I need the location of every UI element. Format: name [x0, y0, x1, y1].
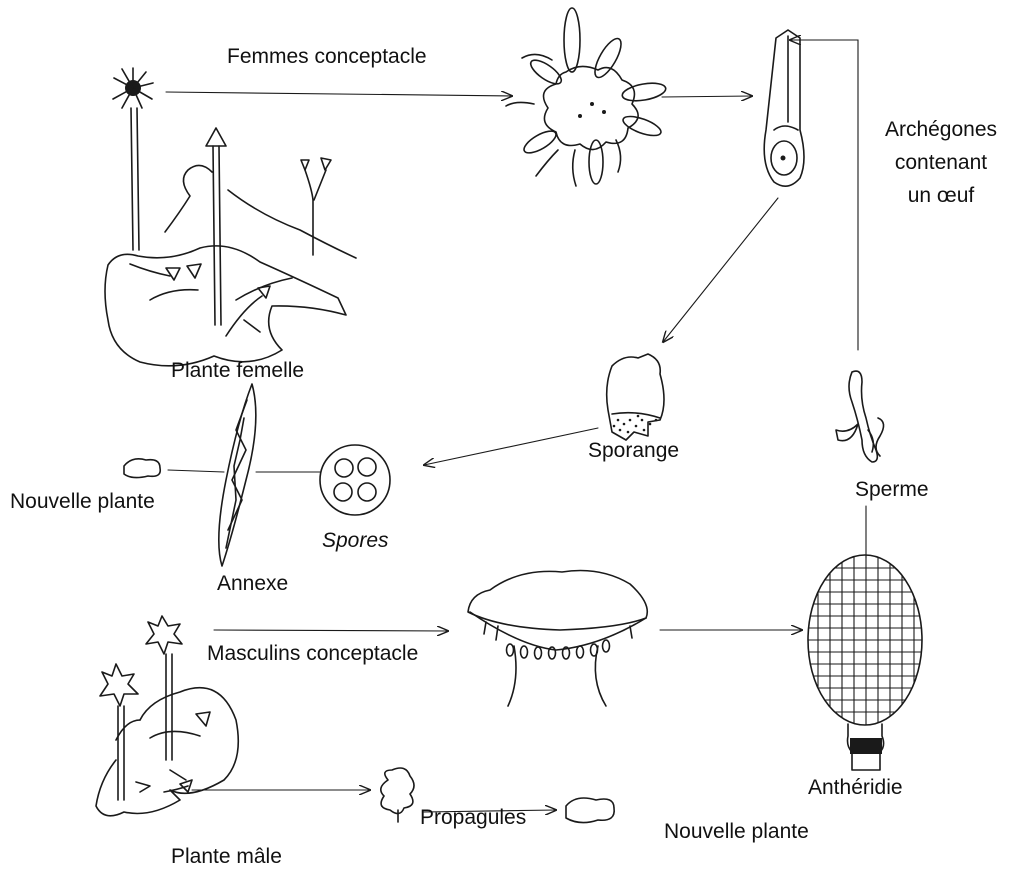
- arrow-to-female-conceptacle: [166, 92, 512, 96]
- label-archegones-line3: un œuf: [868, 183, 1014, 208]
- label-annexe: Annexe: [217, 571, 288, 596]
- label-femmes-conceptacle: Femmes conceptacle: [227, 44, 427, 69]
- female-conceptacle-drawing: [506, 8, 667, 186]
- spores-drawing: [320, 445, 390, 515]
- propagule-drawing: [381, 768, 414, 822]
- sporangium-drawing: [607, 354, 664, 440]
- arrow-to-sporangium: [663, 198, 778, 342]
- label-archegones-line1: Archégones: [868, 117, 1014, 142]
- label-propagules: Propagules: [420, 805, 526, 830]
- arrow-to-male-conceptacle: [214, 630, 448, 631]
- male-conceptacle-drawing: [468, 571, 647, 707]
- female-plant-drawing: [105, 68, 356, 366]
- sperm-drawing: [836, 371, 884, 462]
- antheridium-drawing: [808, 555, 922, 770]
- label-spores: Spores: [322, 528, 389, 553]
- annexe-drawing: [219, 384, 256, 566]
- archegonium-drawing: [764, 30, 804, 186]
- new-plant-bottom-drawing: [566, 798, 614, 823]
- label-plante-male: Plante mâle: [171, 844, 282, 869]
- arrow-to-spores: [424, 428, 598, 465]
- new-plant-left-drawing: [124, 459, 160, 478]
- label-masculins-conceptacle: Masculins conceptacle: [207, 641, 418, 666]
- label-nouvelle-plante-left: Nouvelle plante: [10, 489, 155, 514]
- label-nouvelle-plante-bottom: Nouvelle plante: [664, 819, 809, 844]
- label-sporange: Sporange: [588, 438, 679, 463]
- label-sperme: Sperme: [855, 477, 929, 502]
- label-archegones-line2: contenant: [868, 150, 1014, 175]
- arrow-to-archegonium: [662, 96, 752, 97]
- label-plante-femelle: Plante femelle: [171, 358, 304, 383]
- label-antheridie: Anthéridie: [808, 775, 903, 800]
- line-annexe-newplant: [168, 470, 224, 472]
